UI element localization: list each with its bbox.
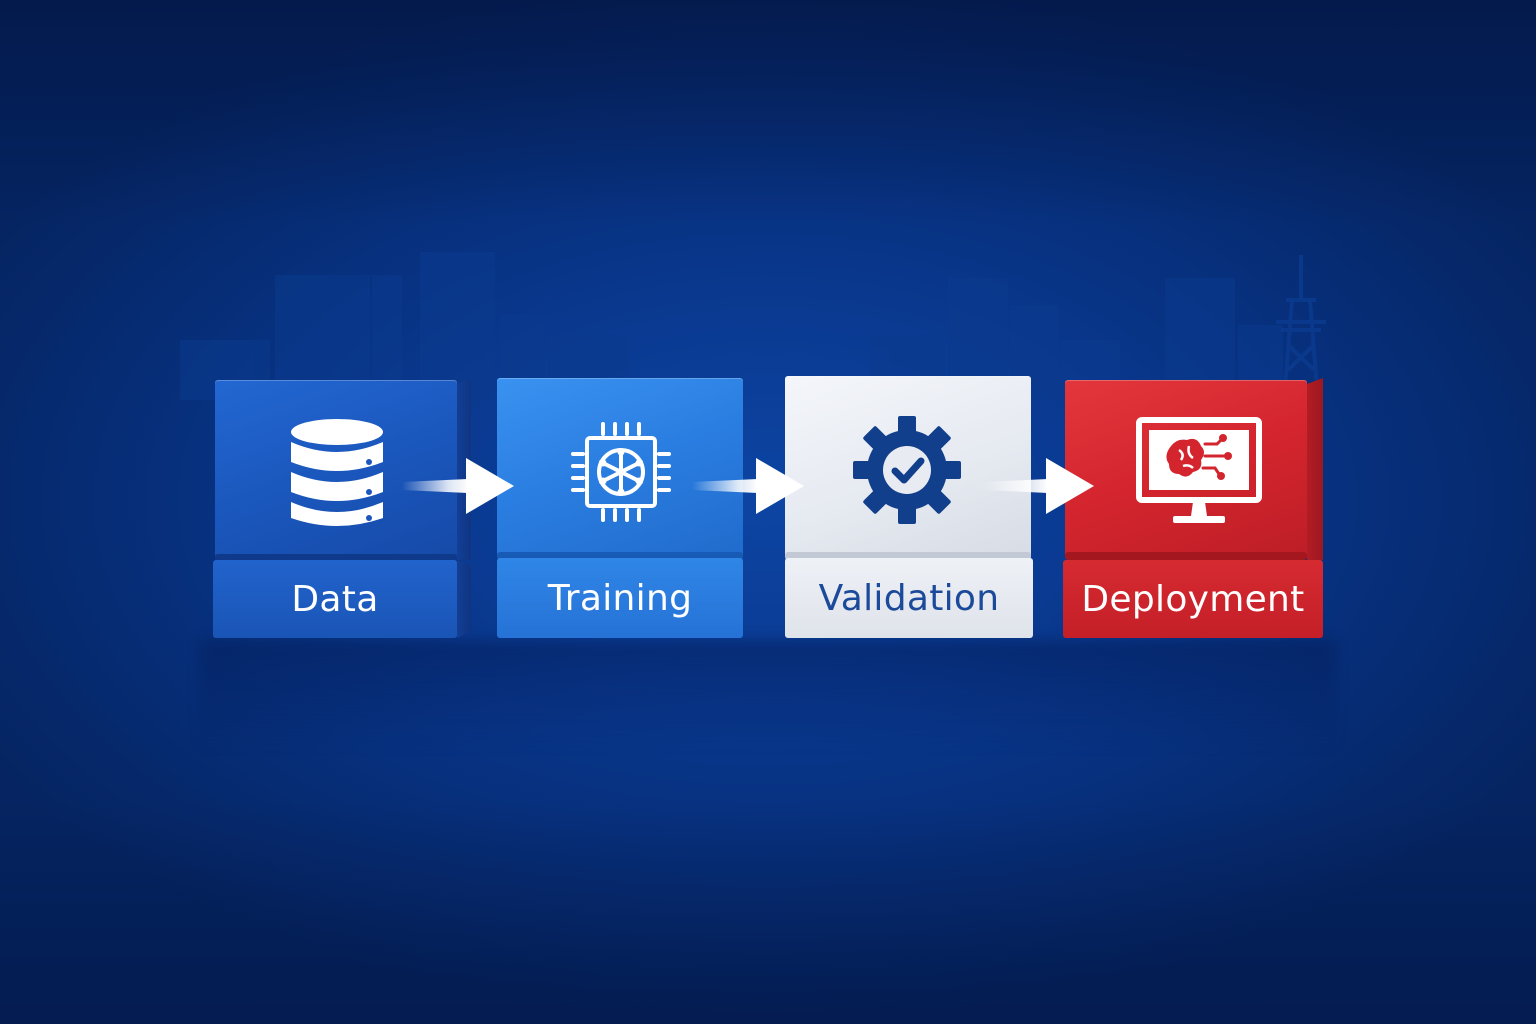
database-icon (291, 419, 383, 526)
stage-training-block: Training (497, 378, 745, 640)
stage-deployment-block: Deployment (1063, 378, 1325, 640)
arrow-right-icon (982, 458, 1094, 514)
stage-data-block: Data (213, 378, 471, 640)
gear-check-icon (853, 416, 961, 524)
arrow-right-icon (402, 458, 514, 514)
ai-chip-icon (571, 422, 671, 522)
floor-shadow (200, 640, 1336, 750)
stage-deployment-label: Deployment (1063, 560, 1323, 638)
stage-data-label: Data (213, 560, 457, 638)
stage-validation-label: Validation (785, 558, 1033, 638)
stage-validation-block: Validation (785, 376, 1035, 640)
stage-training-label: Training (497, 558, 743, 638)
monitor-brain-icon (1136, 417, 1262, 523)
arrow-right-icon (692, 458, 804, 514)
